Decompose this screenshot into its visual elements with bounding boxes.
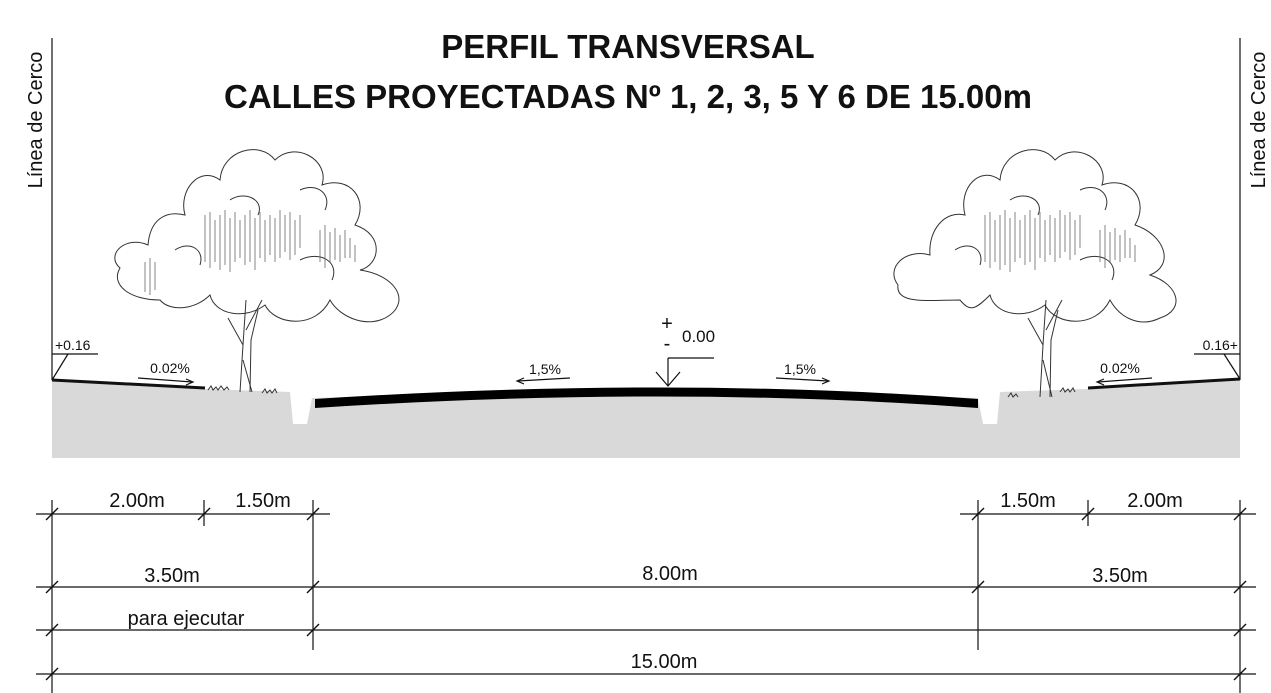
left-level-marker [51,353,98,381]
left-tree [114,149,400,393]
right-sidewalk-slab [1087,377,1241,390]
left-boundary-label: Línea de Cerco [25,52,47,189]
center-level-value: 0.00 [682,327,715,346]
right-level-label: 0.16+ [1203,337,1238,353]
dim-carriageway: 8.00m [642,563,698,585]
left-tree-shading [144,210,356,295]
left-tree-canopy [114,149,400,323]
dim-total: 15.00m [631,651,698,673]
left-road-slope-arrow [515,377,571,385]
left-road-slope-label: 1,5% [529,361,561,377]
left-level-label: +0.16 [55,337,91,353]
left-sidewalk-slope-arrow [137,377,195,386]
title-line-1: PERFIL TRANSVERSAL [441,28,814,65]
right-tree-canopy [893,149,1177,323]
title-line-2: CALLES PROYECTADAS Nº 1, 2, 3, 5 Y 6 DE … [224,78,1032,115]
center-level-plus: + [661,313,673,335]
pavement [315,387,978,408]
right-grass [1007,387,1076,398]
dim-left-note: para ejecutar [128,608,245,630]
center-level-minus: - [664,333,671,355]
dim-right-planting: 1.50m [1000,490,1056,512]
dim-left-total: 3.50m [144,565,200,587]
center-level-marker [655,357,714,387]
dim-right-sidewalk: 2.00m [1127,490,1183,512]
left-sidewalk-slope-label: 0.02% [150,360,190,376]
left-sidewalk-slab [51,378,206,390]
right-sidewalk-slope-label: 0.02% [1100,360,1140,376]
dim-left-sidewalk: 2.00m [109,490,165,512]
right-road-slope-label: 1,5% [784,361,816,377]
left-grass [207,385,278,394]
dim-left-planting: 1.50m [235,490,291,512]
right-road-slope-arrow [775,377,831,385]
right-tree-shading [984,210,1136,272]
right-level-marker [1194,353,1241,380]
right-tree [893,149,1177,398]
dimension-lines [36,500,1256,693]
right-boundary-label: Línea de Cerco [1248,52,1270,189]
right-sidewalk-slope-arrow [1095,377,1153,386]
dim-right-total: 3.50m [1092,565,1148,587]
